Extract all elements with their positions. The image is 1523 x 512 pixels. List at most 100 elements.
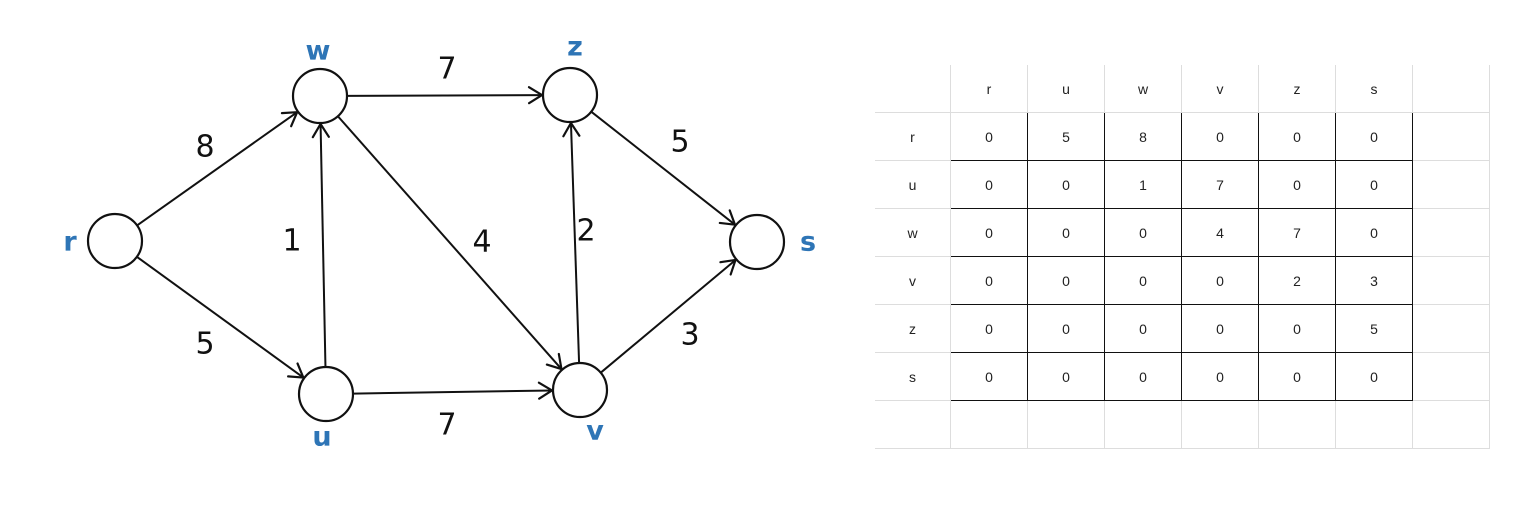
matrix-cell: 0 xyxy=(950,352,1028,401)
edge-u-w: 1 xyxy=(282,122,330,368)
edge-line xyxy=(136,111,298,227)
row-header: w xyxy=(875,208,951,257)
node-circle xyxy=(291,67,349,125)
matrix-corner-cell xyxy=(875,65,951,113)
empty-cell xyxy=(1412,65,1490,113)
row-header: z xyxy=(875,304,951,353)
matrix-cell: 0 xyxy=(1104,256,1182,305)
matrix-cell: 0 xyxy=(950,160,1028,209)
node-circle xyxy=(728,213,786,271)
node-circle xyxy=(297,365,355,423)
empty-cell xyxy=(1104,400,1182,449)
node-z: z xyxy=(541,32,599,124)
empty-cell xyxy=(1335,400,1413,449)
matrix-cell: 0 xyxy=(1181,112,1259,161)
empty-cell xyxy=(1412,352,1490,401)
empty-cell xyxy=(1412,208,1490,257)
empty-cell xyxy=(1412,256,1490,305)
node-r: r xyxy=(63,212,144,270)
matrix-cell: 4 xyxy=(1181,208,1259,257)
edge-line xyxy=(600,259,737,374)
matrix-cell: 8 xyxy=(1104,112,1182,161)
matrix-cell: 0 xyxy=(1258,352,1336,401)
edge-weight-label: 8 xyxy=(195,130,214,165)
edge-w-v: 4 xyxy=(337,115,563,371)
edge-weight-label: 2 xyxy=(576,214,595,249)
matrix-cell: 0 xyxy=(1027,256,1105,305)
row-header: v xyxy=(875,256,951,305)
node-label: r xyxy=(63,227,77,258)
edge-weight-label: 7 xyxy=(437,52,456,87)
column-header: s xyxy=(1335,65,1413,113)
edge-line xyxy=(337,115,563,370)
matrix-cell: 7 xyxy=(1258,208,1336,257)
edge-line xyxy=(136,256,304,379)
matrix-cell: 0 xyxy=(1258,112,1336,161)
matrix-cell: 0 xyxy=(950,304,1028,353)
node-label: s xyxy=(800,227,816,258)
empty-cell xyxy=(875,400,951,449)
matrix-cell: 0 xyxy=(1027,160,1105,209)
edge-w-z: 7 xyxy=(346,52,544,105)
row-header: s xyxy=(875,352,951,401)
matrix-cell: 0 xyxy=(1104,304,1182,353)
edge-z-s: 5 xyxy=(590,110,737,226)
edge-weight-label: 5 xyxy=(195,327,214,362)
matrix-cell: 0 xyxy=(1181,304,1259,353)
matrix-cell: 3 xyxy=(1335,256,1413,305)
column-header: z xyxy=(1258,65,1336,113)
node-label: z xyxy=(567,32,583,63)
edge-line xyxy=(590,110,736,226)
edge-weight-label: 5 xyxy=(670,125,689,160)
node-label: v xyxy=(586,416,604,447)
empty-cell xyxy=(1412,112,1490,161)
node-u: u xyxy=(297,365,355,453)
node-s: s xyxy=(728,213,816,271)
node-v: v xyxy=(551,361,609,447)
node-label: u xyxy=(312,422,331,453)
matrix-cell: 0 xyxy=(1104,352,1182,401)
empty-cell xyxy=(1412,304,1490,353)
matrix-cell: 0 xyxy=(1181,256,1259,305)
edge-line xyxy=(569,122,581,364)
edge-line xyxy=(346,94,543,97)
empty-cell xyxy=(950,400,1028,449)
row-header: u xyxy=(875,160,951,209)
edges-layer: 8 5 1 7 4 7 2 5 3 xyxy=(136,52,737,443)
matrix-cell: 0 xyxy=(1104,208,1182,257)
graph-diagram: 8 5 1 7 4 7 2 5 3 r w z u v s xyxy=(63,32,816,453)
row-header: r xyxy=(875,112,951,161)
matrix-cell: 0 xyxy=(1335,160,1413,209)
edge-line xyxy=(319,123,327,368)
node-circle xyxy=(541,66,599,124)
empty-cell xyxy=(1412,400,1490,449)
edge-u-v: 7 xyxy=(352,381,554,443)
matrix-cell: 0 xyxy=(950,256,1028,305)
matrix-cell: 0 xyxy=(1335,352,1413,401)
empty-cell xyxy=(1181,400,1259,449)
column-header: r xyxy=(950,65,1028,113)
edge-weight-label: 4 xyxy=(472,225,491,260)
column-header: w xyxy=(1104,65,1182,113)
matrix-cell: 1 xyxy=(1104,160,1182,209)
matrix-cell: 0 xyxy=(1258,160,1336,209)
node-circle xyxy=(551,361,609,419)
matrix-cell: 0 xyxy=(1335,112,1413,161)
matrix-cell: 2 xyxy=(1258,256,1336,305)
node-label: w xyxy=(306,36,331,67)
empty-cell xyxy=(1027,400,1105,449)
matrix-cell: 0 xyxy=(1258,304,1336,353)
matrix-cell: 0 xyxy=(1181,352,1259,401)
edge-r-u: 5 xyxy=(136,256,305,379)
edge-weight-label: 3 xyxy=(680,318,699,353)
edge-line xyxy=(352,389,553,395)
edge-weight-label: 1 xyxy=(282,224,301,259)
